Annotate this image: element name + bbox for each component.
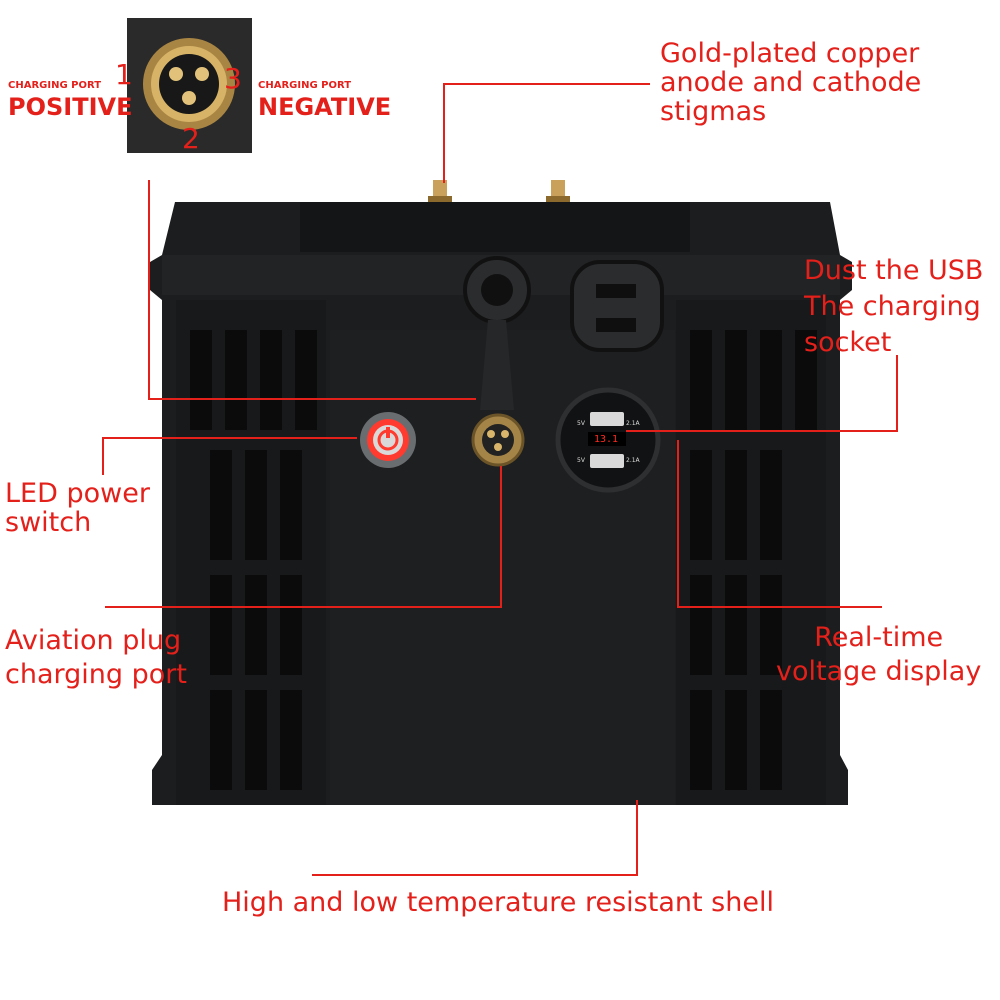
charging-port-left-label: CHARGING PORT [8, 80, 102, 91]
charging-port-right-label: CHARGING PORT [258, 80, 352, 91]
voltage-leader-h [677, 606, 882, 608]
pin-1-label: 1 [115, 58, 133, 91]
inset-leader-v [148, 180, 150, 400]
positive-label: POSITIVE [8, 93, 133, 121]
vent-grille-left [190, 330, 317, 790]
inset-leader-h [148, 398, 476, 400]
gold-plated-label: Gold-plated copper anode and cathode sti… [660, 38, 922, 127]
usb-socket [555, 387, 661, 493]
vent-grille-right [690, 330, 817, 790]
aviation-plug-connector [471, 413, 525, 467]
connector-inset-image [143, 38, 235, 130]
negative-label: NEGATIVE [258, 93, 392, 121]
shell-leader-h [312, 874, 638, 876]
pin-3-label: 3 [224, 62, 242, 95]
shell-label: High and low temperature resistant shell [222, 887, 774, 918]
dust-usb-label: Dust the USB The charging socket [804, 255, 984, 358]
aviation-plug-cap [463, 256, 531, 410]
led-power-switch [360, 412, 416, 468]
connector-inset [127, 18, 252, 153]
gold-leader-v [443, 83, 445, 183]
voltage-display-label: Real-time voltage display [776, 622, 982, 687]
pin-2-label: 2 [182, 122, 200, 155]
usb-port-bottom-current: 2.1A [626, 457, 640, 464]
voltage-leader-v [677, 440, 679, 608]
voltage-display-reading: 13.1 [594, 434, 619, 445]
shell-leader-v [636, 800, 638, 876]
usb-port-bottom-voltage: 5V [577, 457, 585, 464]
led-leader-v [102, 437, 104, 475]
aviation-plug-label: Aviation plug charging port [5, 625, 187, 690]
aviation-leader-h [105, 606, 502, 608]
usb-leader-h [626, 430, 898, 432]
gold-leader-h [443, 83, 650, 85]
usb-dust-cover [570, 260, 664, 352]
led-leader-h [102, 437, 357, 439]
aviation-leader-v [500, 466, 502, 608]
gold-terminals [428, 180, 570, 208]
led-switch-label: LED power switch [5, 478, 150, 538]
usb-port-top-voltage: 5V [577, 420, 585, 427]
usb-leader-v [896, 355, 898, 432]
usb-port-top-current: 2.1A [626, 420, 640, 427]
